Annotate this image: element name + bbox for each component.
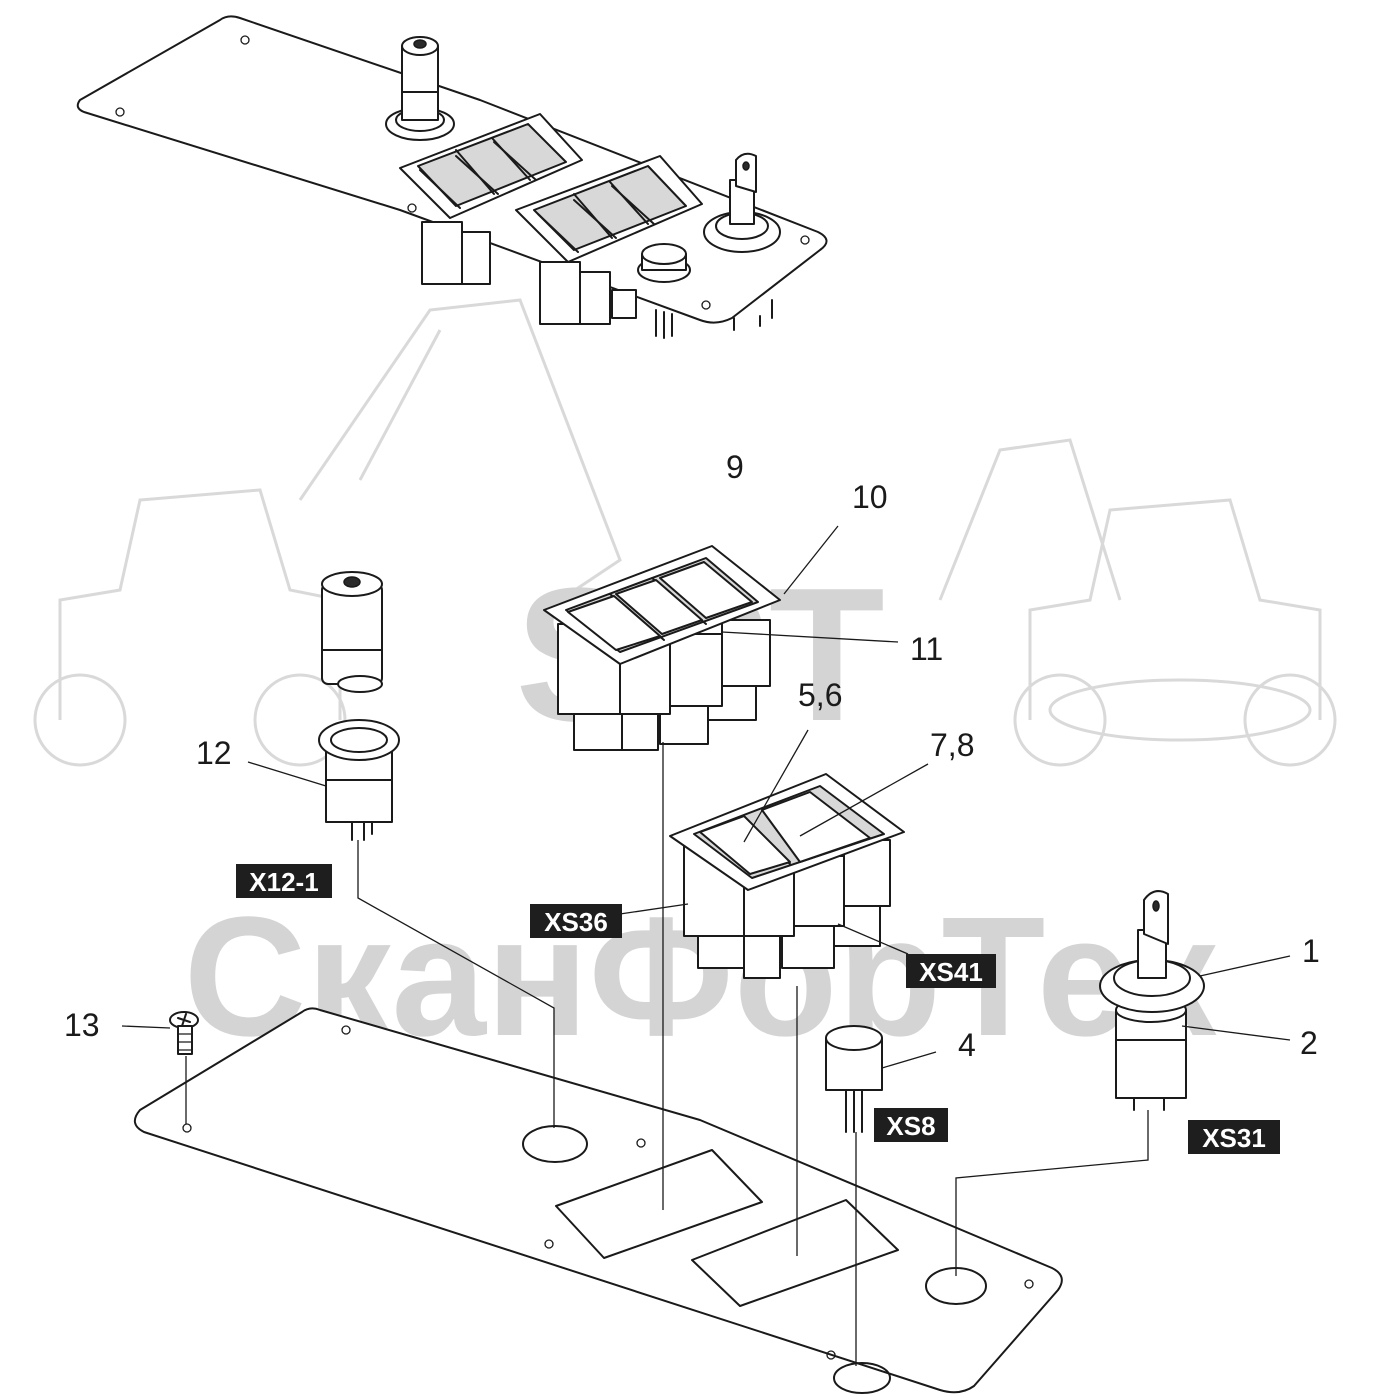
connector-tags: X12-1 XS36 XS41 XS8 XS31	[236, 864, 1280, 1154]
switch-block-9-10-11	[543, 545, 781, 751]
leader-lines	[121, 525, 1291, 1069]
callout-5-6: 5,6	[798, 677, 842, 713]
svg-text:XS41: XS41	[919, 957, 983, 987]
callout-10: 10	[852, 479, 888, 515]
assembled-switch-block-2	[515, 155, 703, 263]
tag-xs41: XS41	[906, 954, 996, 988]
callout-2: 2	[1300, 1025, 1318, 1061]
svg-text:XS8: XS8	[886, 1111, 935, 1141]
assembled-button-12	[385, 36, 455, 141]
assembled-switch-block-1	[399, 113, 583, 219]
assembled-button-4	[637, 243, 691, 283]
part-12-button-cap	[321, 571, 383, 693]
callout-11: 11	[910, 631, 943, 667]
assembled-switch-bodies	[421, 221, 773, 339]
assembled-panel	[76, 15, 828, 339]
tag-xs31: XS31	[1188, 1120, 1280, 1154]
svg-text:X12-1: X12-1	[249, 867, 318, 897]
switch-block-5-6-7-8	[669, 773, 905, 979]
part-4-button	[825, 1025, 883, 1133]
tag-xs8: XS8	[874, 1108, 948, 1142]
tag-x12-1: X12-1	[236, 864, 332, 898]
part-13-screw	[169, 1011, 199, 1055]
callout-1: 1	[1302, 933, 1320, 969]
callout-12: 12	[196, 735, 232, 771]
watermark-machine-right	[938, 438, 1337, 767]
svg-text:XS31: XS31	[1202, 1123, 1266, 1153]
callout-13: 13	[64, 1007, 100, 1043]
base-mounting-plate	[133, 1007, 1063, 1394]
svg-text:XS36: XS36	[544, 907, 608, 937]
part-1-2-key-switch	[1099, 890, 1205, 1111]
tag-xs36: XS36	[530, 904, 622, 938]
callout-4: 4	[958, 1027, 976, 1063]
callout-7-8: 7,8	[930, 727, 974, 763]
assembled-key-switch	[703, 152, 781, 253]
part-12-socket	[318, 719, 400, 841]
assembly-guide-lines	[185, 742, 1149, 1366]
callout-9: 9	[726, 449, 744, 485]
callout-numbers: 9 10 11 5,6 7,8 12 1 2 4 13	[64, 449, 1320, 1063]
